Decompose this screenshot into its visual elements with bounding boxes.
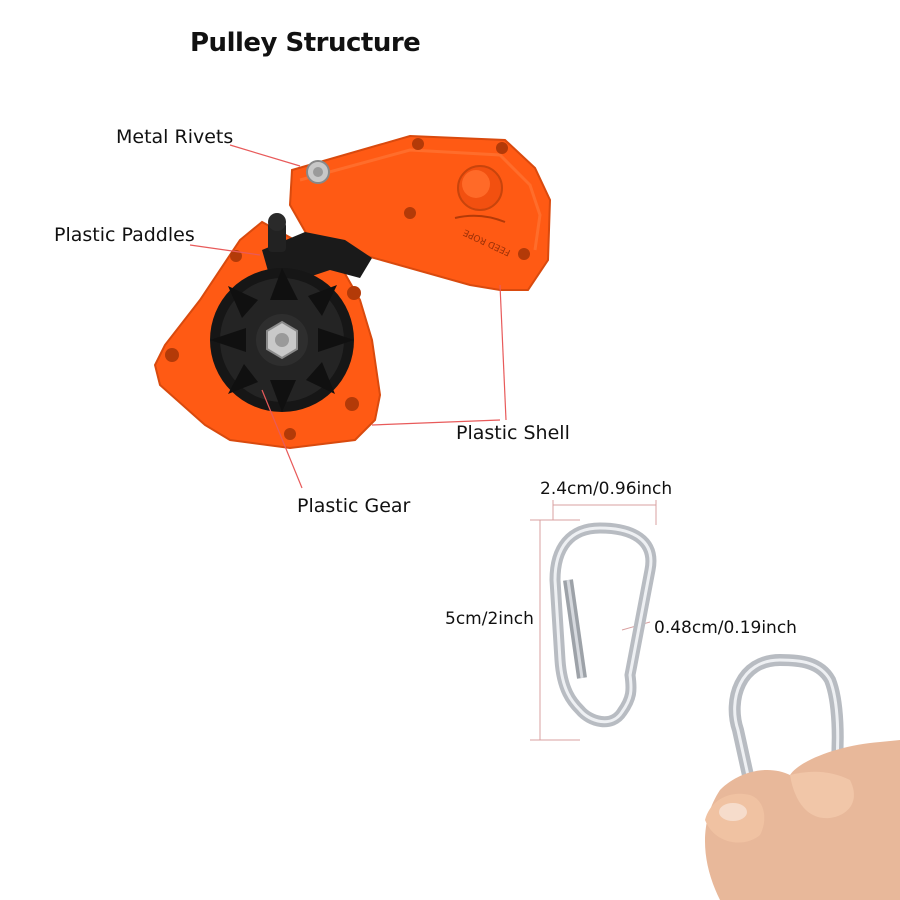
page-title: Pulley Structure [190,28,421,58]
hand-with-carabiner [705,653,900,900]
label-plastic-paddles: Plastic Paddles [54,224,195,246]
plastic-gear [210,268,354,412]
leader-plastic-shell-1 [499,284,507,421]
dimension-height: 5cm/2inch [445,609,534,629]
dimension-wire: 0.48cm/0.19inch [654,618,797,638]
carabiner-dimensioned [549,522,657,728]
dimension-width: 2.4cm/0.96inch [540,479,673,499]
leader-plastic-shell-2 [371,419,501,426]
leader-lines [189,144,507,489]
dimension-lines [530,500,657,741]
leader-plastic-gear [261,389,303,489]
metal-rivet [306,160,330,184]
label-plastic-shell: Plastic Shell [456,422,570,444]
leader-metal-rivets [229,144,301,167]
label-plastic-gear: Plastic Gear [297,495,411,517]
label-metal-rivets: Metal Rivets [116,126,234,148]
leader-plastic-paddles [189,244,261,256]
